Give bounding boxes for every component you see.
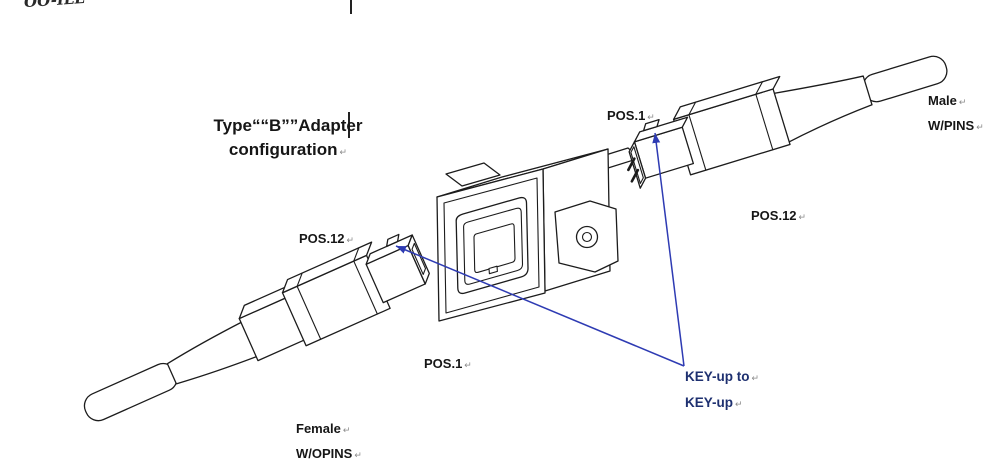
label-text: POS.12 [299,231,345,246]
label-pos12-left: POS.12↵ [299,231,354,247]
female-housing-panel-line [353,260,378,315]
title-text: Type““B””Adapter [213,116,363,135]
adapter-alignment-sleeve [473,223,516,274]
male-connector-drawing [627,55,948,189]
adapter-drawing [436,147,641,322]
label-female: Female↵ W/OPINS↵ [296,421,362,463]
title-text: configuration [228,140,338,159]
male-housing-top [672,75,781,121]
male-boot [769,75,873,145]
keyup-callout-arrows [395,132,685,367]
page-edge-tick [350,0,352,14]
guide-pin [627,157,636,172]
return-mark: ↵ [464,360,472,370]
return-mark: ↵ [339,147,348,157]
label-pos12-right: POS.12↵ [751,208,806,224]
label-text: POS.1 [424,356,463,371]
label-text: POS.1 [607,108,646,123]
female-connector-drawing [83,233,430,422]
return-mark: ↵ [976,122,984,133]
label-female-line2: W/OPINS↵ [296,446,362,462]
male-housing-top-line [755,81,764,95]
female-housing-top-line [296,272,303,287]
label-pos1-left: POS.1↵ [424,356,472,372]
label-male-line2: W/PINS↵ [928,118,984,134]
return-mark: ↵ [354,450,362,461]
label-male-line1: Male↵ [928,93,984,109]
label-text: Male [928,93,957,108]
male-key [642,119,660,132]
text-cursor [348,112,350,138]
label-pos1-right: POS.1↵ [607,108,655,124]
adapter-keyway-notch [488,265,498,275]
return-mark: ↵ [647,112,655,122]
male-ferrule-top [633,116,689,143]
female-cable [83,362,178,422]
title-line-1: Type““B””Adapter [190,114,386,138]
label-keyup-line1: KEY-up to↵ [685,369,759,386]
label-text: Female [296,421,341,436]
label-text: POS.12 [751,208,797,223]
label-male: Male↵ W/PINS↵ [928,93,984,135]
return-mark: ↵ [342,425,351,435]
female-housing-top-line [353,247,360,262]
female-key [385,233,400,248]
male-housing-top-line [688,101,697,116]
label-text: W/OPINS [296,446,353,462]
label-text: KEY-up to [685,369,750,384]
title-line-2: configuration↵ [190,138,386,164]
adapter-left-tab [445,162,501,187]
return-mark: ↵ [735,398,743,409]
female-housing-panel-line [296,285,322,340]
diagram-title: Type““B””Adapter configuration↵ [190,114,386,164]
male-housing-panel-line [755,93,774,151]
return-mark: ↵ [346,235,355,245]
adapter-mounting-hole-inner [581,231,593,243]
adapter-front-inset-line [443,177,540,314]
keyup-arrow-to-male-key [652,132,685,367]
label-text: W/PINS [928,118,975,134]
return-mark: ↵ [798,212,807,222]
label-female-line1: Female↵ [296,421,362,437]
male-housing-panel-line [688,114,707,171]
guide-pin [630,168,640,183]
male-ferrule-end-inner [630,146,644,184]
female-ferrule-end-inner [411,242,427,276]
label-keyup-callout: KEY-up to↵ KEY-up↵ [685,369,759,412]
keyup-arrow-to-female-key [395,245,685,367]
return-mark: ↵ [751,373,760,383]
female-housing-top [281,241,373,294]
label-keyup-line2: KEY-up↵ [685,395,759,412]
label-text: KEY-up [685,394,734,410]
return-mark: ↵ [958,97,967,107]
